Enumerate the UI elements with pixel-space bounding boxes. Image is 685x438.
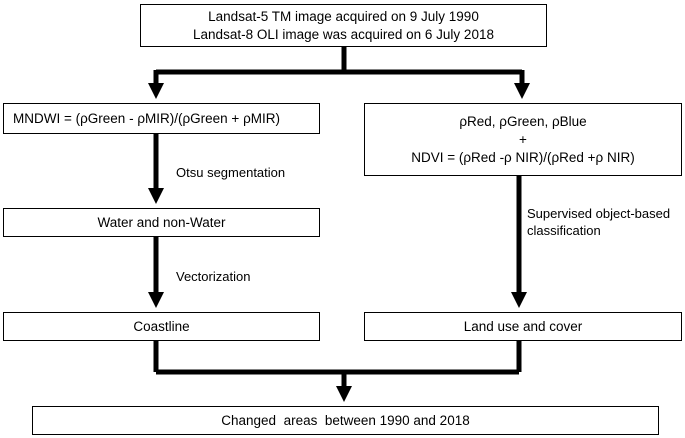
water-nonwater-box: Water and non-Water (3, 208, 320, 237)
label-vectorization: Vectorization (176, 269, 251, 284)
label-supervised-line-1: Supervised object-based (527, 206, 671, 221)
bands-plus: + (519, 131, 527, 147)
label-otsu-segmentation: Otsu segmentation (176, 165, 286, 180)
changed-areas-box: Changed areas between 1990 and 2018 (32, 406, 659, 435)
coastline-box: Coastline (3, 312, 320, 341)
water-nonwater-label: Water and non-Water (97, 214, 226, 230)
label-supervised-line-2: classification (527, 223, 601, 238)
changed-areas-label: Changed areas between 1990 and 2018 (221, 412, 470, 428)
landuse-cover-label: Land use and cover (463, 318, 583, 334)
label-supervised-classification: Supervised object-based classification (527, 205, 670, 239)
ndvi-formula: NDVI = (ρRed -ρ NIR)/(ρRed +ρ NIR) (411, 149, 635, 165)
bands-ndvi-box: ρRed, ρGreen, ρBlue + NDVI = (ρRed -ρ NI… (364, 103, 682, 176)
mndwi-box: MNDWI = (ρGreen - ρMIR)/(ρGreen + ρMIR) (3, 103, 320, 134)
mndwi-formula: MNDWI = (ρGreen - ρMIR)/(ρGreen + ρMIR) (13, 110, 280, 126)
source-imagery-line-2: Landsat-8 OLI image was acquired on 6 Ju… (193, 26, 494, 42)
source-imagery-box: Landsat-5 TM image acquired on 9 July 19… (140, 4, 547, 47)
coastline-label: Coastline (133, 318, 190, 334)
source-imagery-line-1: Landsat-5 TM image acquired on 9 July 19… (208, 8, 479, 24)
landuse-cover-box: Land use and cover (364, 312, 682, 341)
bands-line: ρRed, ρGreen, ρBlue (459, 113, 587, 129)
